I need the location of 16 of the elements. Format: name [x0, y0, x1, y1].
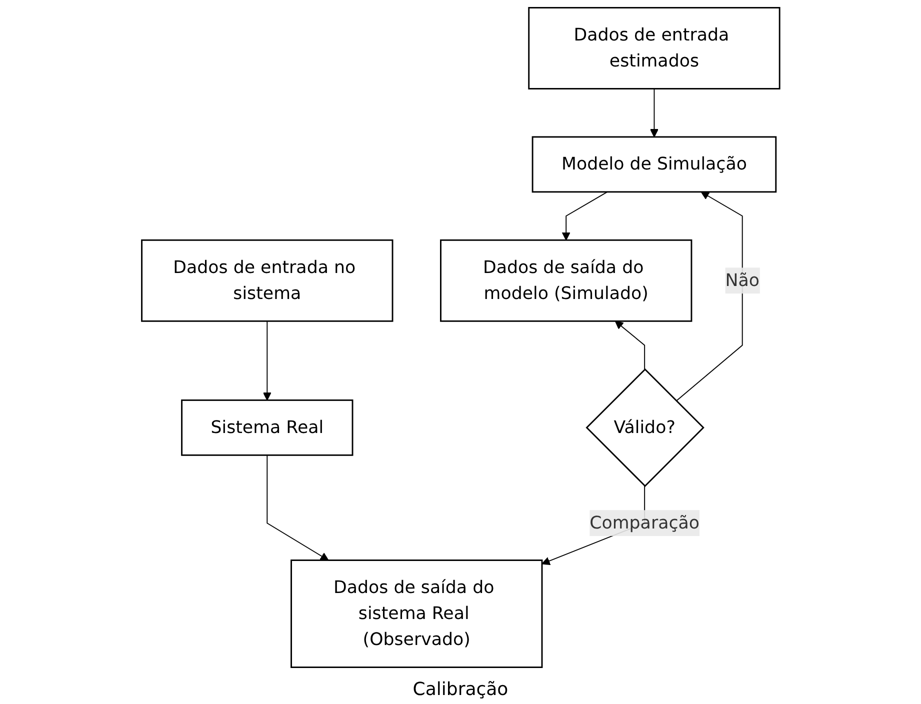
arrow: [650, 88, 658, 138]
node-box: Dados de entrada estimados: [528, 7, 780, 90]
arrow: [676, 192, 743, 402]
node-box: Dados de saída do sistema Real (Observado): [290, 560, 543, 668]
arrow: [614, 320, 645, 370]
arrow: [562, 191, 608, 240]
arrow: [266, 454, 329, 561]
node-box: Sistema Real: [180, 399, 354, 456]
node-diamond: Válido?: [586, 368, 704, 487]
node-box: Dados de saída do modelo (Simulado): [440, 239, 692, 322]
arrow: [262, 320, 272, 401]
edge-label: Não: [725, 270, 760, 291]
edge-label: Comparação: [589, 512, 700, 534]
node-box: Dados de entrada no sistema: [140, 239, 394, 322]
note-text: Calibração: [412, 679, 508, 700]
node-box: Modelo de Simulação: [532, 136, 776, 193]
